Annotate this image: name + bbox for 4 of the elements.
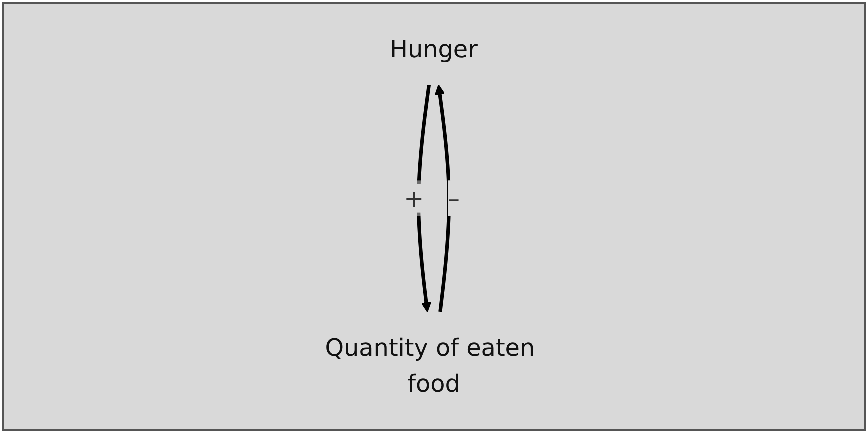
node-text: Hunger — [390, 35, 478, 64]
node-text: Quantity of eaten food — [325, 333, 536, 398]
arrow — [434, 84, 452, 312]
arrow — [416, 84, 432, 312]
